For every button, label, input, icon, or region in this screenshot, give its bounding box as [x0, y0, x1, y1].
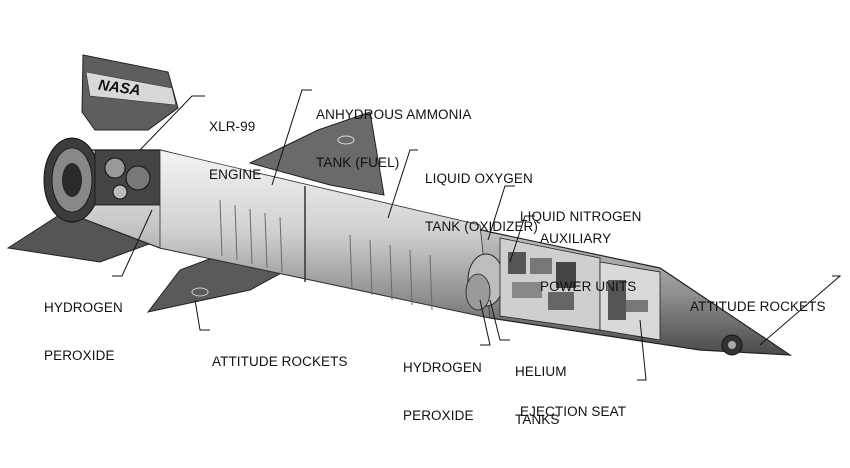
leader-helium — [489, 299, 510, 341]
upper-wing-marking — [337, 135, 355, 145]
label-auxiliary-power-units: AUXILIARY POWER UNITS — [540, 199, 636, 327]
leader-ammonia — [271, 89, 312, 186]
label-h2o2-bottom-line1: HYDROGEN — [403, 360, 482, 375]
label-xlr99-line2: ENGINE — [209, 167, 262, 182]
label-lox-tank: LIQUID OXYGEN TANK (OXIDIZER) — [425, 139, 538, 267]
label-h2o2-left-line1: HYDROGEN — [44, 300, 123, 315]
label-ejection-seat: EJECTION SEAT — [520, 372, 626, 452]
label-attitude-bottom-line1: ATTITUDE ROCKETS — [212, 354, 348, 369]
leader-h2o2-bottom — [479, 299, 491, 346]
label-xlr99-engine: XLR-99 ENGINE — [209, 87, 261, 215]
hydrogen-peroxide-tank — [465, 273, 491, 311]
cockpit-ejection-seat — [599, 261, 661, 341]
tank-ribs — [219, 199, 433, 311]
label-apu-line2: POWER UNITS — [540, 279, 637, 294]
tank-cutaway — [159, 149, 491, 319]
xlr99-engine-machinery — [94, 149, 161, 206]
upper-wing — [248, 111, 385, 196]
label-nitrogen-line1: LIQUID NITROGEN — [520, 209, 642, 224]
label-attitude-right-line1: ATTITUDE ROCKETS — [690, 299, 826, 314]
label-helium-line2: TANKS — [515, 412, 560, 427]
nasa-logo: NASA — [97, 77, 141, 100]
leader-lines — [112, 89, 842, 381]
leader-h2o2-left — [112, 209, 153, 277]
label-helium-tanks: HELIUM TANKS — [515, 332, 567, 460]
label-hydrogen-peroxide-bottom: HYDROGEN PEROXIDE — [403, 328, 482, 456]
leader-attitude-right — [759, 275, 842, 346]
label-ammonia-tank: ANHYDROUS AMMONIA TANK (FUEL) — [316, 75, 471, 203]
label-ammonia-line2: TANK (FUEL) — [316, 155, 400, 170]
leader-lox — [387, 149, 418, 219]
leader-ejection — [637, 319, 647, 381]
leader-xlr99 — [139, 95, 205, 151]
lower-wing-marking — [191, 287, 209, 297]
label-liquid-nitrogen: LIQUID NITROGEN — [520, 177, 642, 257]
engine-nozzle — [43, 137, 101, 223]
leader-attitude-bottom — [194, 299, 210, 331]
label-attitude-rockets-bottom: ATTITUDE ROCKETS — [212, 322, 348, 402]
equipment-bay — [499, 237, 601, 331]
label-helium-line1: HELIUM — [515, 364, 567, 379]
leader-nitrogen — [487, 185, 515, 241]
label-attitude-rockets-right: ATTITUDE ROCKETS — [690, 267, 826, 347]
label-h2o2-left-line2: PEROXIDE — [44, 348, 115, 363]
label-xlr99-line1: XLR-99 — [209, 119, 256, 134]
label-h2o2-bottom-line2: PEROXIDE — [403, 408, 474, 423]
label-lox-line1: LIQUID OXYGEN — [425, 171, 533, 186]
nose-wheel-hub — [728, 341, 736, 349]
vertical-tail-fin: NASA — [81, 54, 179, 131]
label-ejection-line1: EJECTION SEAT — [520, 404, 627, 419]
label-ammonia-line1: ANHYDROUS AMMONIA — [316, 107, 472, 122]
label-lox-line2: TANK (OXIDIZER) — [425, 219, 539, 234]
label-hydrogen-peroxide-left: HYDROGEN PEROXIDE — [44, 268, 123, 396]
leader-apu — [509, 215, 535, 263]
label-apu-line1: AUXILIARY — [540, 231, 612, 246]
